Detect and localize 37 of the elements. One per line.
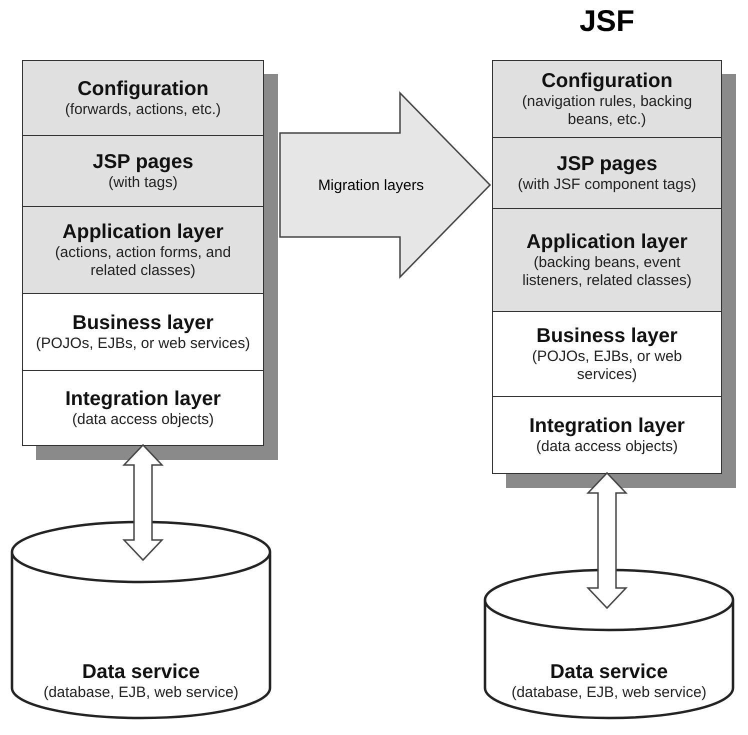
layer-heading: Business layer <box>71 312 215 334</box>
cylinder-description: (database, EJB, web service) <box>42 684 240 702</box>
cylinder-description: (database, EJB, web service) <box>510 684 708 702</box>
block-arrow <box>279 91 492 279</box>
double-block-arrow <box>122 444 164 562</box>
layer-box <box>23 61 263 136</box>
layer-heading: Configuration <box>76 78 210 100</box>
layer-heading: Integration layer <box>528 414 686 438</box>
layer-box <box>23 207 263 294</box>
layer-description: (forwards, actions, etc.) <box>64 100 222 118</box>
cylinder-heading: Data service <box>549 661 669 684</box>
layer-box <box>493 61 721 138</box>
layer-description: (navigation rules, backing beans, etc.) <box>520 92 694 128</box>
edge-label: Migration layers <box>318 176 424 194</box>
layer-heading: Application layer <box>61 220 225 244</box>
database-cylinder <box>10 520 272 720</box>
layer-heading: Business layer <box>535 324 679 348</box>
stack-title: JSF <box>578 5 636 39</box>
layer-description: (with JSF component tags) <box>516 176 698 194</box>
layer-heading: Integration layer <box>64 388 222 410</box>
layer-box <box>493 138 721 209</box>
layer-description: (POJOs, EJBs, or web services) <box>530 348 684 384</box>
layer-description: (actions, action forms, and related classes) <box>54 244 232 280</box>
layer-description: (data access objects) <box>71 410 215 428</box>
layer-heading: JSP pages <box>556 152 658 176</box>
database-cylinder <box>483 568 735 720</box>
layer-box <box>493 209 721 312</box>
layer-description: (data access objects) <box>535 438 679 456</box>
cylinder-heading: Data service <box>81 661 201 684</box>
layer-box <box>23 136 263 207</box>
layer-description: (with tags) <box>107 174 179 192</box>
layer-description: (backing beans, event listeners, related classes) <box>521 254 693 290</box>
layer-description: (POJOs, EJBs, or web services) <box>34 334 252 352</box>
layer-heading: Configuration <box>540 70 674 92</box>
double-block-arrow <box>586 472 628 610</box>
layer-heading: Application layer <box>525 230 689 254</box>
layer-heading: JSP pages <box>92 150 194 174</box>
